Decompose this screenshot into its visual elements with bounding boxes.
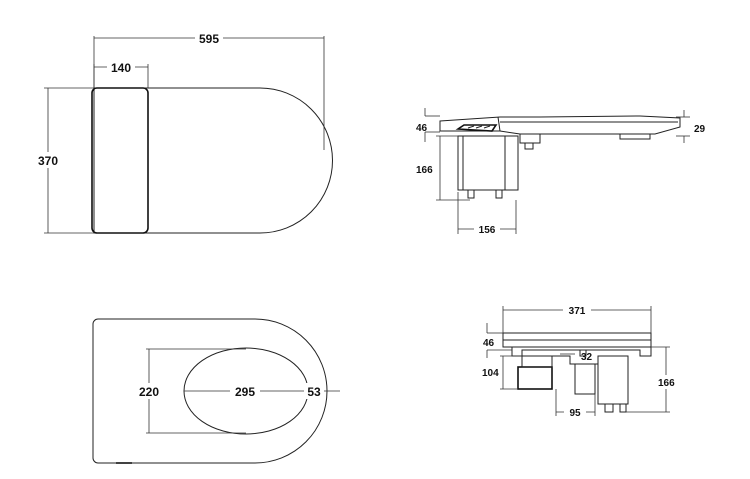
dim-front-total-height: 166 [658,378,675,389]
dim-opening-length: 295 [235,385,255,399]
side-view: 46 29 166 156 [412,108,706,236]
bowl-view: 220 295 53 [92,318,340,464]
dim-body-depth: 156 [479,225,496,236]
bowl-view-outline [92,318,328,464]
dim-body-height: 166 [416,165,433,176]
dim-front-width: 371 [569,306,586,317]
dim-overall-length: 595 [199,32,219,46]
side-view-body [457,135,519,191]
dim-front-offset: 53 [307,385,321,399]
dim-width: 370 [38,154,58,168]
dim-outlet-offset: 32 [581,352,593,363]
dim-side-top-thickness: 46 [416,123,428,134]
top-view-tank [91,87,149,234]
dim-lid-thickness: 29 [694,124,706,135]
dim-inlet-height: 104 [482,368,499,379]
front-view-inlet [517,366,553,390]
dim-opening-width: 220 [139,385,159,399]
front-view-outlet [574,363,596,395]
top-view: 595 140 370 [34,30,333,234]
dim-tank-depth: 140 [111,61,131,75]
front-view: 371 46 32 104 166 95 [480,303,680,419]
dim-front-top-thickness: 46 [483,338,495,349]
dim-outlet-width: 95 [569,408,581,419]
top-view-outline [93,87,333,234]
